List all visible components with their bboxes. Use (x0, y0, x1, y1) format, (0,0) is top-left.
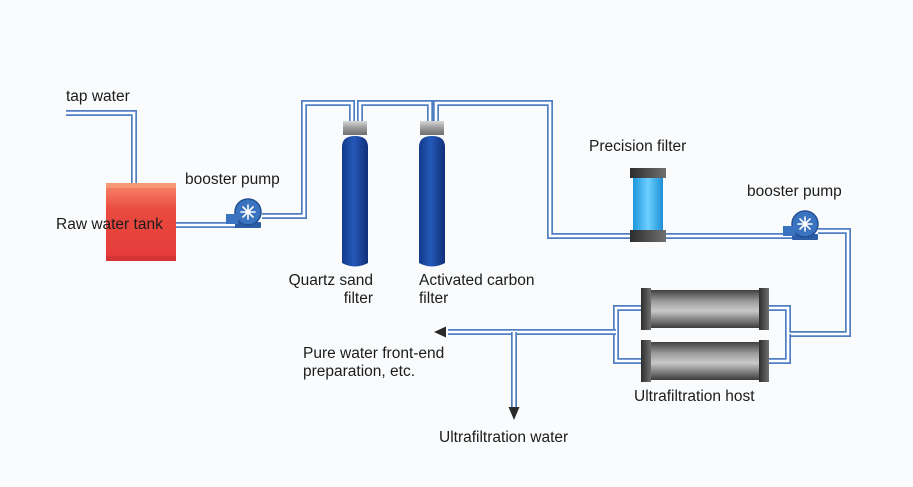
pipe-pump-to-uf (766, 228, 851, 364)
arrow-down-icon (508, 407, 520, 420)
raw-water-tank (106, 183, 176, 261)
quartz-sand-filter (342, 121, 368, 267)
uf-module-icon (641, 288, 769, 330)
label-raw-water-tank: Raw water tank (56, 216, 163, 233)
ultrafiltration-host (641, 288, 769, 382)
precision-filter (630, 168, 666, 242)
label-ultrafiltration-host: Ultrafiltration host (634, 388, 755, 405)
uf-module-icon (641, 340, 769, 382)
label-activated-carbon-filter-line1: Activated carbon (419, 272, 534, 289)
carbon-filter-icon (419, 121, 445, 267)
label-booster-pump-2: booster pump (747, 183, 842, 200)
tank-icon (106, 183, 176, 261)
label-activated-carbon-filter-line2: filter (419, 290, 448, 307)
label-pure-water-line1: Pure water front-end (303, 345, 444, 362)
pipe-uf-outlet (448, 305, 646, 408)
pump-icon (226, 198, 262, 228)
label-booster-pump-1: booster pump (185, 171, 280, 188)
pipe-carbon-to-precision (433, 100, 792, 239)
precision-filter-icon (630, 168, 666, 242)
label-pure-water-line2: preparation, etc. (303, 363, 415, 380)
booster-pump-2 (783, 210, 819, 240)
activated-carbon-filter (419, 121, 445, 267)
sand-filter-icon (342, 121, 368, 267)
label-tap-water: tap water (66, 88, 130, 105)
label-ultrafiltration-water: Ultrafiltration water (439, 429, 568, 446)
pipe-tap-inlet (66, 110, 137, 188)
label-precision-filter: Precision filter (589, 138, 686, 155)
label-quartz-sand-filter-line2: filter (344, 290, 373, 307)
booster-pump-1 (226, 198, 262, 228)
pipe-pump-to-sand-filter (262, 100, 355, 219)
pipe-sand-to-carbon (357, 100, 433, 124)
pump-icon (783, 210, 819, 240)
label-quartz-sand-filter-line1: Quartz sand (289, 272, 373, 289)
arrow-left-icon (434, 326, 446, 338)
